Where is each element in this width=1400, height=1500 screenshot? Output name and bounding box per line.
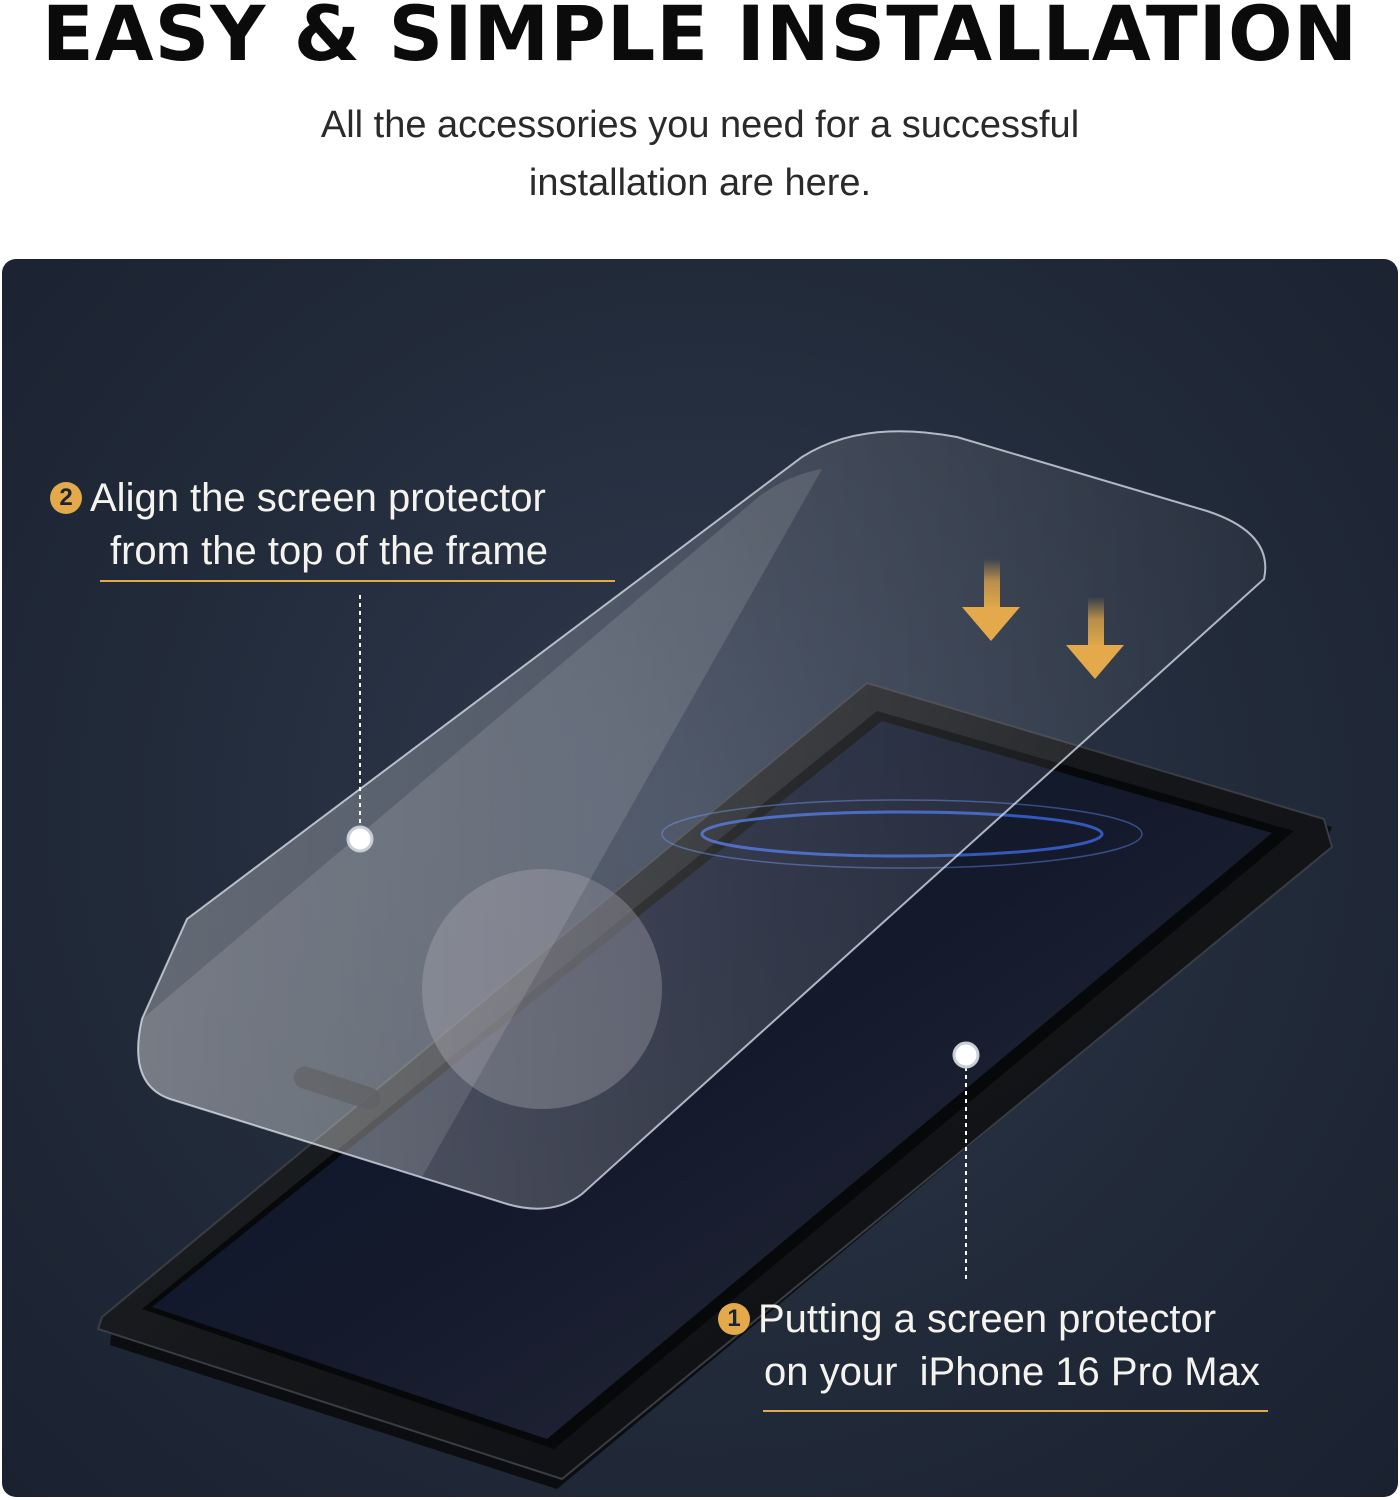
callout-step-1-line-2: on your iPhone 16 Pro Max — [764, 1350, 1260, 1394]
callout-step-2-text-1: Align the screen protector — [90, 476, 546, 520]
down-arrow-icon — [962, 559, 1020, 641]
callout-step-2-line-2: from the top of the frame — [110, 529, 548, 573]
subtitle-line-1: All the accessories you need for a succe… — [320, 104, 1080, 146]
page-title: EASY & SIMPLE INSTALLATION — [41, 0, 1359, 78]
callout-step-1-text-1: Putting a screen protector — [758, 1297, 1217, 1341]
dot-marker-icon — [346, 825, 374, 853]
installation-illustration — [96, 430, 1334, 1489]
down-arrow-icon — [1066, 597, 1124, 679]
step-number-badge: 1 — [718, 1303, 750, 1335]
dot-marker-icon — [952, 1041, 980, 1069]
subtitle-line-2: installation are here. — [528, 162, 872, 204]
step-number-badge: 2 — [50, 482, 82, 514]
